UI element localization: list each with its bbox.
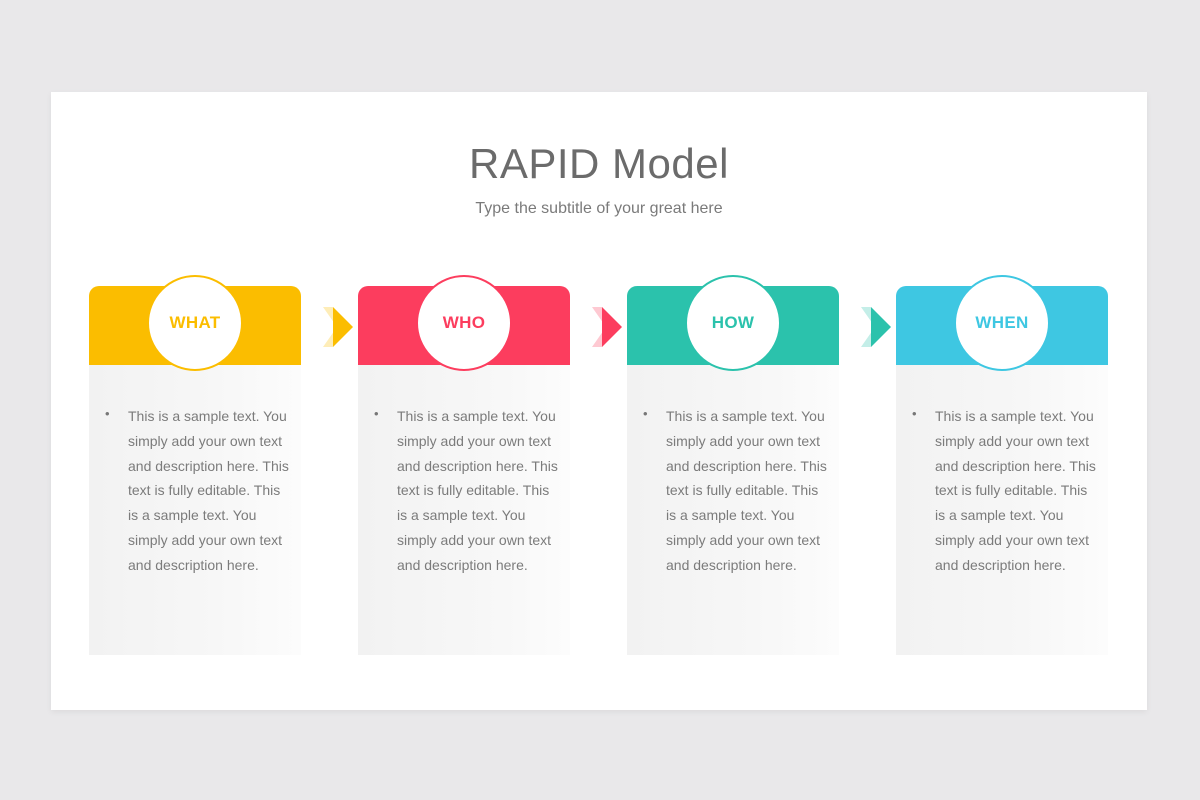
card-text: This is a sample text. You simply add yo… — [935, 408, 1096, 573]
card-body: • This is a sample text. You simply add … — [896, 365, 1108, 655]
card-what: • This is a sample text. You simply add … — [89, 275, 301, 655]
card-text: This is a sample text. You simply add yo… — [666, 408, 827, 573]
card-label-circle: WHO — [416, 275, 512, 371]
bullet-marker: • — [912, 406, 917, 421]
card-how: • This is a sample text. You simply add … — [627, 275, 839, 655]
page-title: RAPID Model — [469, 140, 729, 187]
slide: RAPID Model Type the subtitle of your gr… — [51, 92, 1147, 710]
card-label-circle: HOW — [685, 275, 781, 371]
bullet-marker: • — [374, 406, 379, 421]
card-when: • This is a sample text. You simply add … — [896, 275, 1108, 655]
card-label-circle: WHEN — [954, 275, 1050, 371]
card-text: This is a sample text. You simply add yo… — [128, 408, 289, 573]
card-who: • This is a sample text. You simply add … — [358, 275, 570, 655]
card-label-circle: WHAT — [147, 275, 243, 371]
chevron-right-icon — [592, 307, 622, 347]
chevron-right-icon — [323, 307, 353, 347]
bullet-marker: • — [105, 406, 110, 421]
bullet-marker: • — [643, 406, 648, 421]
card-body: • This is a sample text. You simply add … — [627, 365, 839, 655]
chevron-right-icon — [861, 307, 891, 347]
page-subtitle: Type the subtitle of your great here — [475, 200, 723, 217]
card-text: This is a sample text. You simply add yo… — [397, 408, 558, 573]
card-body: • This is a sample text. You simply add … — [358, 365, 570, 655]
card-body: • This is a sample text. You simply add … — [89, 365, 301, 655]
